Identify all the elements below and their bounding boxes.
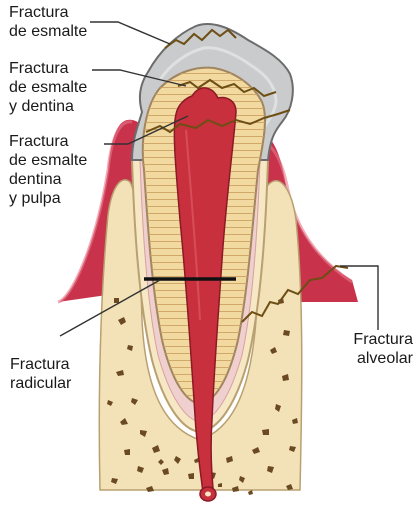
label-alveolar-fracture: Fractura alveolar [353, 330, 413, 368]
label-line: de esmalte [9, 22, 87, 41]
label-line: alveolar [353, 349, 413, 368]
label-line: y dentina [9, 97, 87, 116]
label-line: Fractura [10, 355, 71, 374]
label-line: de esmalte [9, 78, 87, 97]
label-line: Fractura [9, 3, 87, 22]
leader-enamel [90, 22, 170, 44]
label-line: Fractura [9, 132, 87, 151]
label-line: Fractura [9, 59, 87, 78]
label-line: dentina [9, 170, 87, 189]
label-root-fracture: Fractura radicular [10, 355, 71, 393]
label-line: Fractura [353, 330, 413, 349]
label-enamel-dentin-pulp-fracture: Fractura de esmalte dentina y pulpa [9, 132, 87, 208]
label-line: y pulpa [9, 189, 87, 208]
label-enamel-fracture: Fractura de esmalte [9, 3, 87, 41]
label-line: radicular [10, 374, 71, 393]
label-enamel-dentin-fracture: Fractura de esmalte y dentina [9, 59, 87, 116]
label-line: de esmalte [9, 151, 87, 170]
